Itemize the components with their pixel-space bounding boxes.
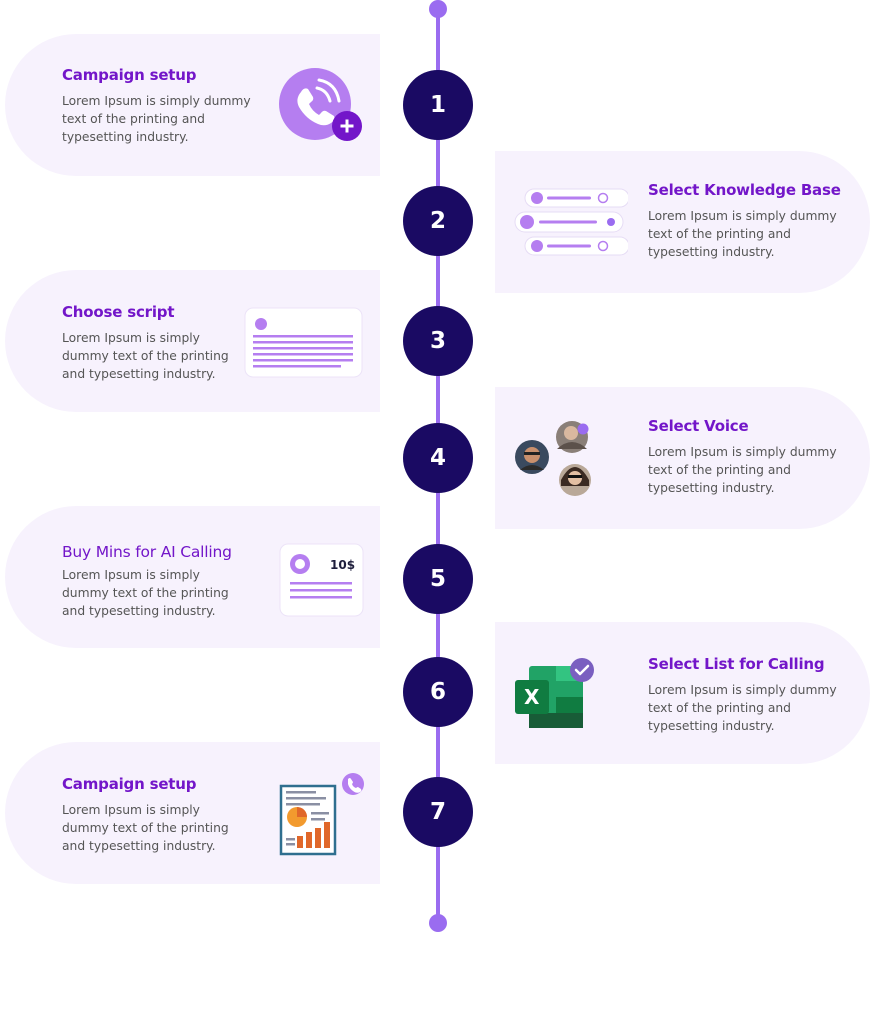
- timeline-start-dot: [429, 0, 447, 18]
- step-2-card: Select Knowledge Base Lorem Ipsum is sim…: [495, 151, 870, 293]
- step-1-card: Campaign setup Lorem Ipsum is simply dum…: [5, 34, 380, 176]
- voice-avatars-icon: [515, 421, 591, 496]
- step-1-title: Campaign setup: [62, 66, 197, 84]
- step-1-badge: 1: [403, 70, 473, 140]
- step-6-title: Select List for Calling: [648, 655, 825, 673]
- step-5-card: Buy Mins for AI Calling Lorem Ipsum is s…: [5, 506, 380, 648]
- step-4-card: Select Voice Lorem Ipsum is simply dummy…: [495, 387, 870, 529]
- step-4-badge: 4: [403, 423, 473, 493]
- step-4-title: Select Voice: [648, 417, 749, 435]
- step-6-badge: 6: [403, 657, 473, 727]
- step-2-title: Select Knowledge Base: [648, 181, 841, 199]
- phone-add-icon: [279, 68, 362, 141]
- excel-check-icon: [515, 658, 594, 728]
- script-document-icon: [244, 307, 363, 378]
- step-2-badge: 2: [403, 186, 473, 256]
- step-7-badge: 7: [403, 777, 473, 847]
- knowledge-list-icon: [514, 188, 628, 256]
- report-chart-icon: [279, 773, 364, 856]
- step-6-card: Select List for Calling Lorem Ipsum is s…: [495, 622, 870, 764]
- step-5-title: Buy Mins for AI Calling: [62, 543, 232, 561]
- price-card-icon: [279, 543, 364, 617]
- price-label: 10$: [330, 558, 356, 572]
- step-3-badge: 3: [403, 306, 473, 376]
- step-7-title: Campaign setup: [62, 775, 197, 793]
- timeline-end-dot: [429, 914, 447, 932]
- step-3-title: Choose script: [62, 303, 175, 321]
- step-5-badge: 5: [403, 544, 473, 614]
- excel-letter: X: [524, 685, 540, 709]
